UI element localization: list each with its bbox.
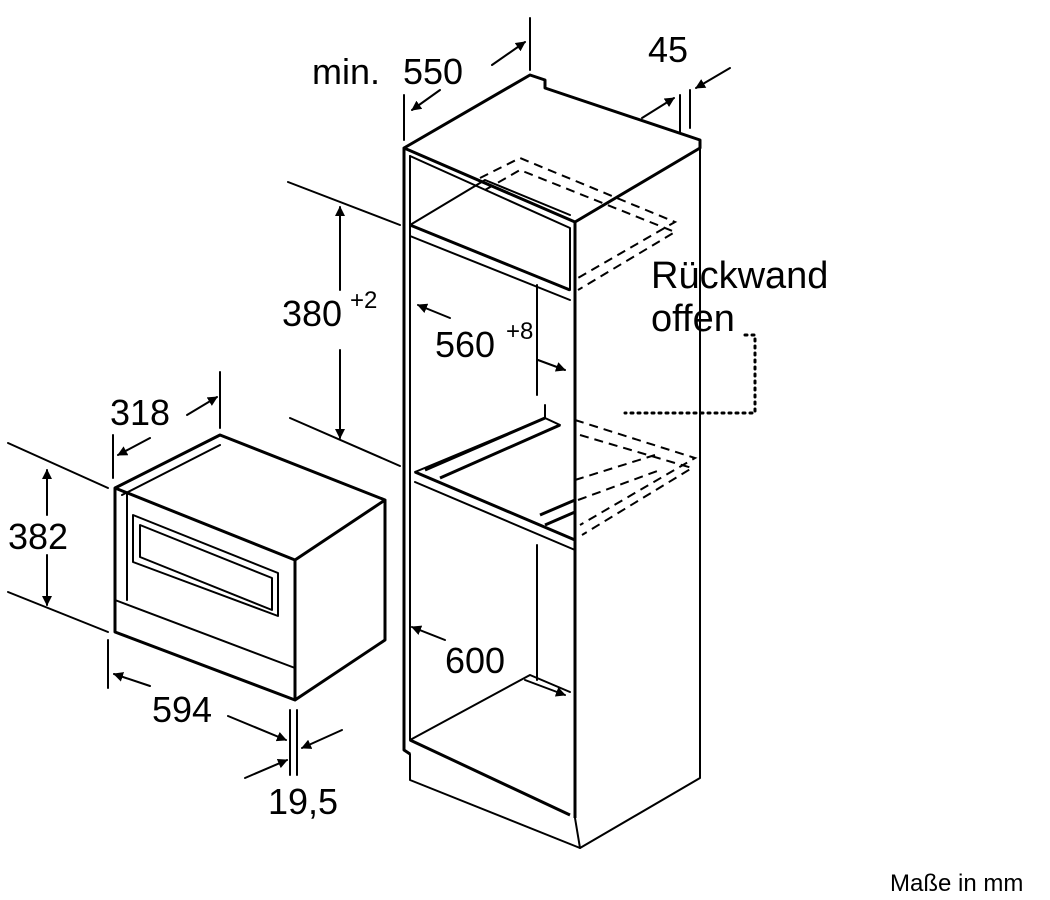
dim-560-tolerance: +8 bbox=[506, 318, 533, 345]
tall-cabinet bbox=[402, 73, 702, 849]
appliance bbox=[113, 433, 387, 702]
dim-560: 560 +8 bbox=[417, 303, 566, 372]
offen-label: offen bbox=[651, 298, 735, 340]
dim-600-label: 600 bbox=[445, 640, 505, 681]
dim-min-label: min. bbox=[312, 51, 380, 92]
rueckwand-label: Rückwand bbox=[651, 255, 828, 297]
dim-380: 380 +2 bbox=[282, 181, 401, 467]
dim-380-tolerance: +2 bbox=[350, 287, 377, 314]
dim-19-5-label: 19,5 bbox=[268, 781, 338, 822]
dim-560-label: 560 bbox=[435, 324, 495, 365]
dim-594-label: 594 bbox=[152, 689, 212, 730]
dim-382: 382 bbox=[7, 442, 109, 633]
rueckwand-offen-callout: Rückwand offen bbox=[623, 255, 828, 415]
dim-45-label: 45 bbox=[648, 29, 688, 70]
dim-380-label: 380 bbox=[282, 293, 342, 334]
dim-550: min. 550 bbox=[312, 17, 531, 141]
dim-594: 594 bbox=[107, 639, 291, 776]
dim-382-label: 382 bbox=[8, 516, 68, 557]
dim-550-label: 550 bbox=[403, 51, 463, 92]
unit-note: Maße in mm bbox=[890, 870, 1023, 897]
dim-318-label: 318 bbox=[110, 392, 170, 433]
dim-318: 318 bbox=[110, 371, 221, 479]
dim-600: 600 bbox=[411, 625, 566, 697]
dim-45: 45 bbox=[641, 29, 731, 119]
dim-19-5: 19,5 bbox=[244, 709, 343, 822]
